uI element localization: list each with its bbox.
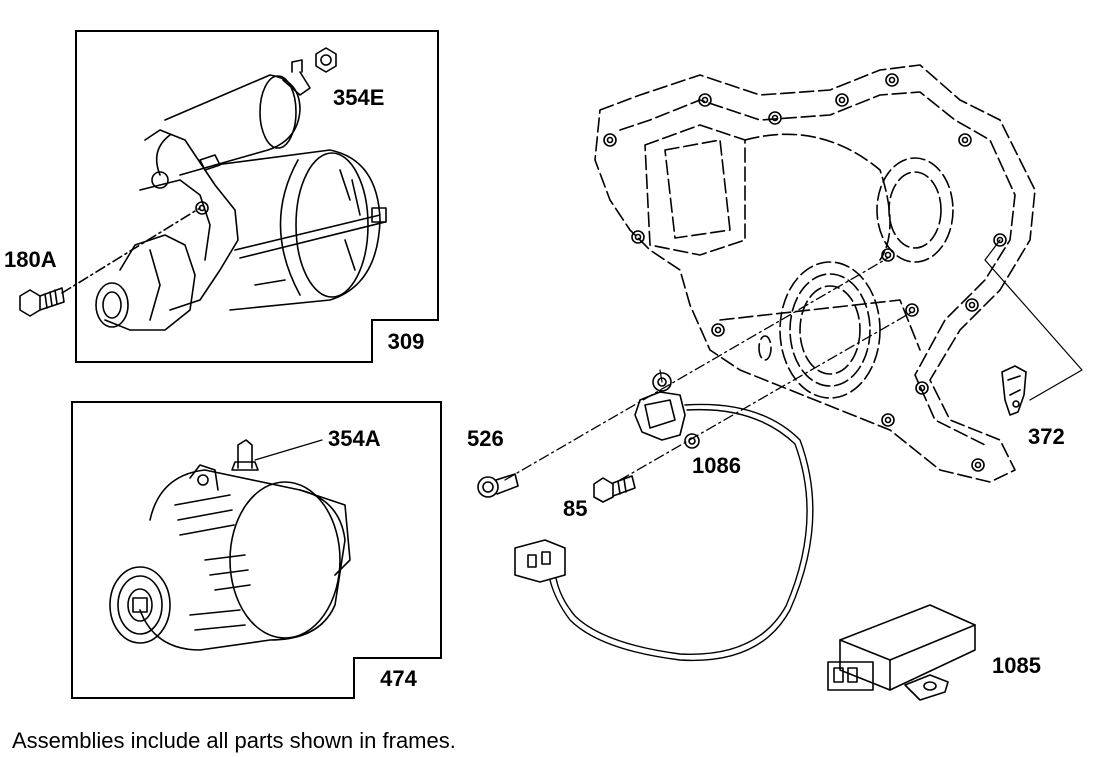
label-1085: 1085 <box>992 653 1041 678</box>
clip-372-drawing <box>1001 365 1027 416</box>
gear-cover-drawing <box>594 64 1036 483</box>
leader-line-526 <box>504 257 889 481</box>
leader-line-180a <box>61 207 201 294</box>
label-354a: 354A <box>328 426 381 451</box>
alternator-drawing <box>109 439 351 651</box>
leader-line-1086 <box>659 369 663 383</box>
frames-note-caption: Assemblies include all parts shown in fr… <box>12 728 456 753</box>
leader-line-85 <box>619 311 913 481</box>
label-526: 526 <box>467 426 504 451</box>
alternator-frame-tag: 474 <box>353 657 442 699</box>
label-1086: 1086 <box>692 453 741 478</box>
gear-cover-bolt-holes <box>603 73 1007 472</box>
starter-frame-tag: 309 <box>371 319 439 363</box>
nut-354e-drawing <box>315 47 337 73</box>
label-372: 372 <box>1028 424 1065 449</box>
screw-526-drawing <box>477 473 519 498</box>
starter-motor-drawing <box>95 59 387 331</box>
module-1085-drawing <box>827 604 976 701</box>
screw-180a-drawing <box>19 287 65 317</box>
starter-frame <box>75 30 439 363</box>
sensor-1086-drawing <box>514 372 814 662</box>
alternator-frame <box>71 401 442 699</box>
label-180a: 180A <box>4 247 57 272</box>
leader-line-354a <box>254 439 323 461</box>
leader-line-372 <box>984 239 1083 401</box>
screw-85-drawing <box>593 475 636 503</box>
label-354e: 354E <box>333 85 385 110</box>
label-85: 85 <box>563 496 588 521</box>
